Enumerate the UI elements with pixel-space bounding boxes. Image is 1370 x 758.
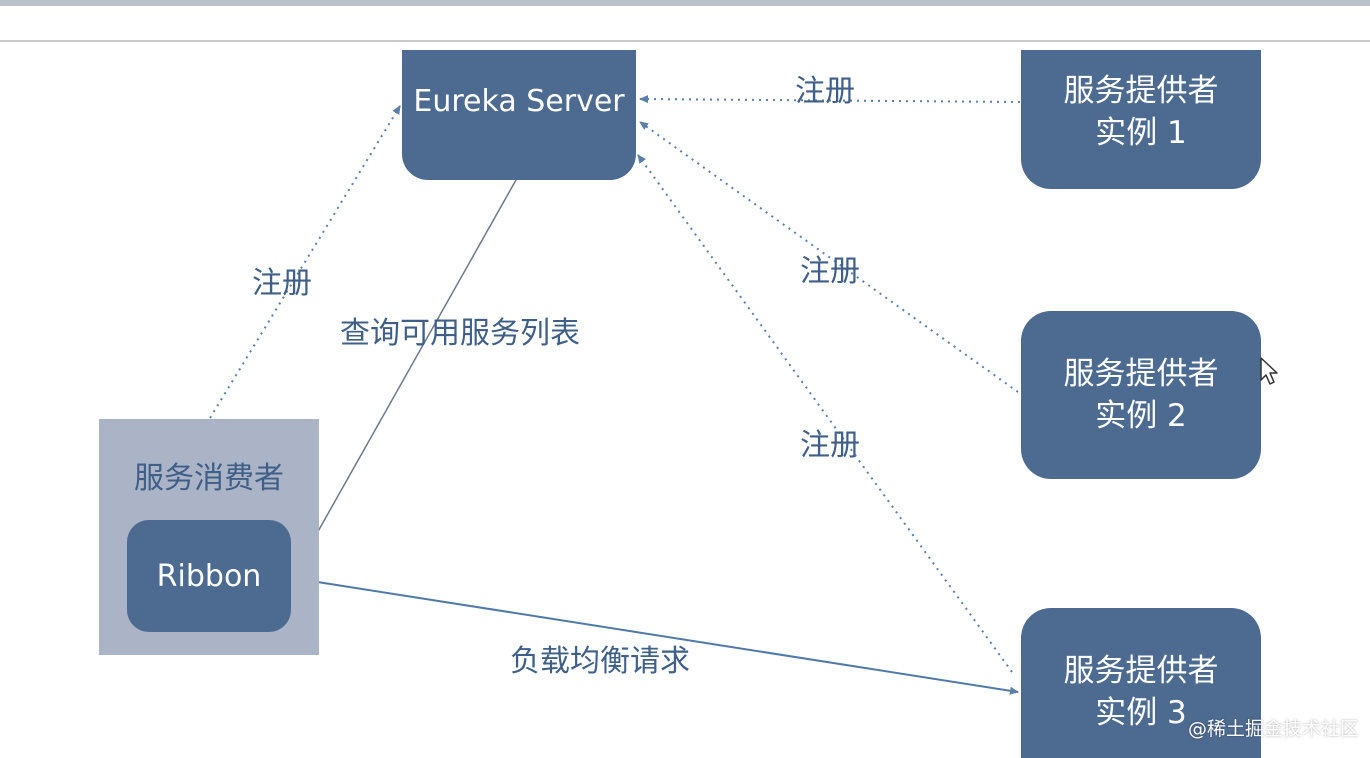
register-edge-provider-2: [639, 121, 1019, 393]
register-edge-consumer: [209, 105, 401, 419]
query-service-list-label: 查询可用服务列表: [340, 316, 580, 351]
watermark: @稀土掘金技术社区: [1188, 718, 1360, 740]
provider-1-title: 服务提供者: [1063, 72, 1219, 109]
register-edge-provider-3: [637, 154, 1013, 673]
service-consumer-label: 服务消费者: [134, 461, 284, 496]
ribbon-node: Ribbon: [127, 520, 291, 632]
window-top-strip: [0, 0, 1370, 6]
register-edge-provider-1: [639, 95, 1021, 104]
provider-instance-2-node: 服务提供者 实例 2: [1021, 311, 1261, 479]
provider-instance-3-node: 服务提供者 实例 3: [1021, 608, 1261, 758]
eureka-server-label: Eureka Server: [413, 83, 625, 119]
register-label-consumer: 注册: [252, 266, 312, 301]
register-label-provider-3: 注册: [800, 428, 860, 463]
query-edge: [293, 179, 517, 575]
eureka-server-node: Eureka Server: [402, 50, 636, 180]
provider-3-title: 服务提供者: [1063, 653, 1219, 689]
load-balance-edge: [291, 577, 1019, 695]
provider-2-instance: 实例 2: [1095, 398, 1187, 434]
top-divider: [0, 40, 1370, 42]
load-balance-request-label: 负载均衡请求: [510, 644, 690, 679]
ribbon-label: Ribbon: [156, 558, 262, 594]
register-label-provider-1: 注册: [795, 74, 855, 109]
provider-3-instance: 实例 3: [1095, 695, 1187, 731]
provider-1-instance: 实例 1: [1095, 114, 1187, 151]
register-label-provider-2: 注册: [800, 254, 860, 289]
provider-instance-1-node: 服务提供者 实例 1: [1021, 50, 1261, 189]
mouse-pointer-icon: [1260, 357, 1278, 385]
provider-2-title: 服务提供者: [1063, 356, 1219, 392]
